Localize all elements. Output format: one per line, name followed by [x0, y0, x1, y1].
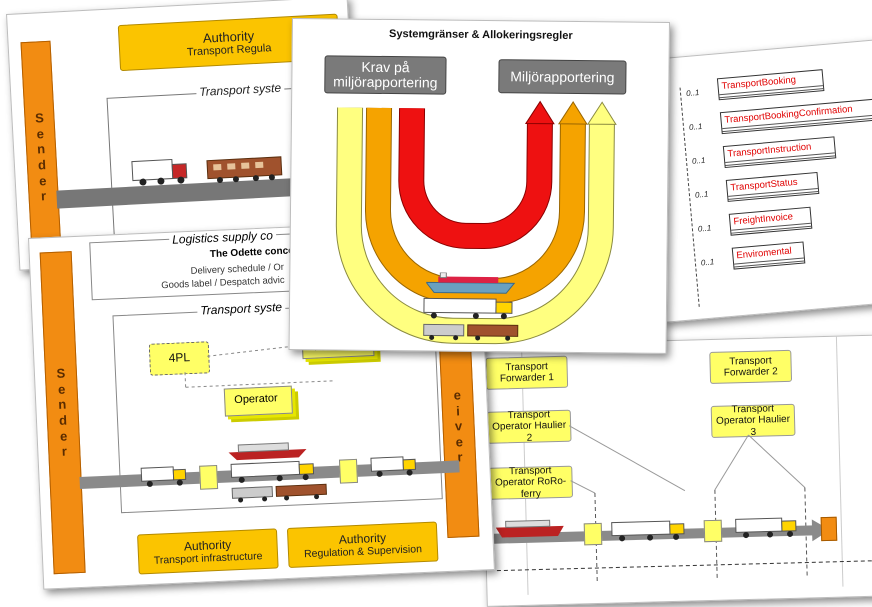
truck-icon [734, 516, 805, 540]
ferry-icon [496, 518, 566, 540]
authority-regulation-box: Authority Regulation & Supervision [287, 521, 439, 568]
uml-class-transport-booking-confirmation: TransportBookingConfirmation [720, 98, 872, 134]
truck-icon [139, 464, 190, 488]
slide-system-boundaries: Systemgränser & Allokeringsregler Krav p… [289, 18, 670, 354]
truck-icon [130, 156, 191, 189]
train-icon [422, 322, 522, 343]
multiplicity-label: 0..1 [698, 223, 712, 233]
multiplicity-label: 0..1 [695, 190, 709, 200]
box-krav-pa-miljorapportering: Krav på miljörapportering [324, 55, 446, 94]
truck-icon [369, 454, 420, 478]
multiplicity-label: 0..1 [692, 156, 706, 166]
truck-icon [229, 459, 320, 485]
multiplicity-label: 0..1 [701, 257, 715, 267]
uml-class-freight-invoice: FreightInvoice [729, 207, 813, 236]
uml-class-transport-instruction: TransportInstruction [723, 136, 836, 168]
transport-chain-lines [481, 336, 872, 606]
uml-class-transport-booking: TransportBooking [717, 69, 825, 100]
handover-box [199, 465, 218, 490]
ship-icon [426, 272, 516, 295]
handover-box [584, 523, 603, 545]
authority-infrastructure-box: Authority Transport infrastructure [137, 528, 279, 574]
multiplicity-label: 0..1 [686, 88, 700, 98]
box-miljorapportering: Miljörapportering [498, 59, 626, 94]
uml-class-transport-status: TransportStatus [726, 172, 820, 202]
handover-box [704, 520, 723, 542]
locomotive-icon [205, 153, 286, 187]
slide-uml-messages: del 0..1 TransportBooking 0..1 Transport… [640, 37, 872, 323]
truck-icon [610, 519, 691, 543]
truck-icon [422, 296, 518, 321]
multiplicity-label: 0..1 [689, 122, 703, 132]
uml-class-enviromental: Enviromental [732, 241, 806, 269]
handover-box [339, 459, 358, 484]
receiver-marker [821, 517, 838, 541]
slide-transport-chain: Transport Forwarder 1 Transport Forwarde… [480, 334, 872, 606]
